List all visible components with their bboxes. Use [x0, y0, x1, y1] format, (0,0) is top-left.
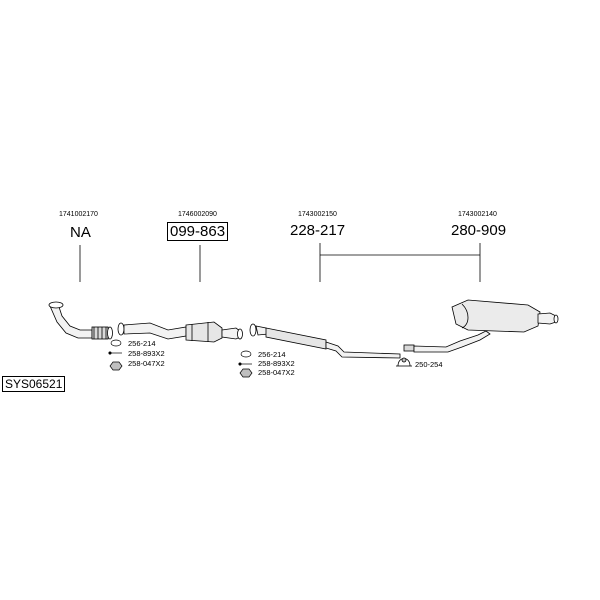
oe-number-part-3: 1743002150	[298, 211, 337, 218]
clamp-label: 250-254	[415, 360, 443, 369]
fitting-label: 256-214	[128, 339, 156, 348]
oe-number-part-1: 1741002170	[59, 211, 98, 218]
fitting-label: 258-893X2	[128, 349, 165, 358]
fitting-icons-right	[238, 350, 253, 378]
part-label-part-3: 228-217	[290, 222, 346, 239]
fitting-label: 258-893X2	[258, 359, 295, 368]
oe-number-part-4: 1743002140	[458, 211, 497, 218]
oe-number-part-2: 1746002090	[178, 211, 217, 218]
front-pipe	[48, 301, 113, 340]
catalytic-converter	[117, 321, 243, 343]
part-label-part-4: 280-909	[451, 222, 507, 239]
fitting-label: 258-047X2	[258, 368, 295, 377]
rear-silencer	[403, 299, 559, 353]
fitting-label: 258-047X2	[128, 359, 165, 368]
clamp-icon	[396, 357, 412, 367]
gasket-icon	[110, 339, 122, 347]
middle-silencer	[249, 323, 401, 359]
fitting-label: 256-214	[258, 350, 286, 359]
part-label-part-1: NA	[70, 224, 91, 241]
nut-icon	[239, 368, 253, 378]
part-label-part-2: 099-863	[167, 222, 229, 241]
gasket-icon	[240, 350, 252, 358]
system-code: SYS06521	[2, 376, 66, 392]
nut-icon	[109, 361, 123, 371]
fitting-icons-left	[108, 339, 123, 371]
